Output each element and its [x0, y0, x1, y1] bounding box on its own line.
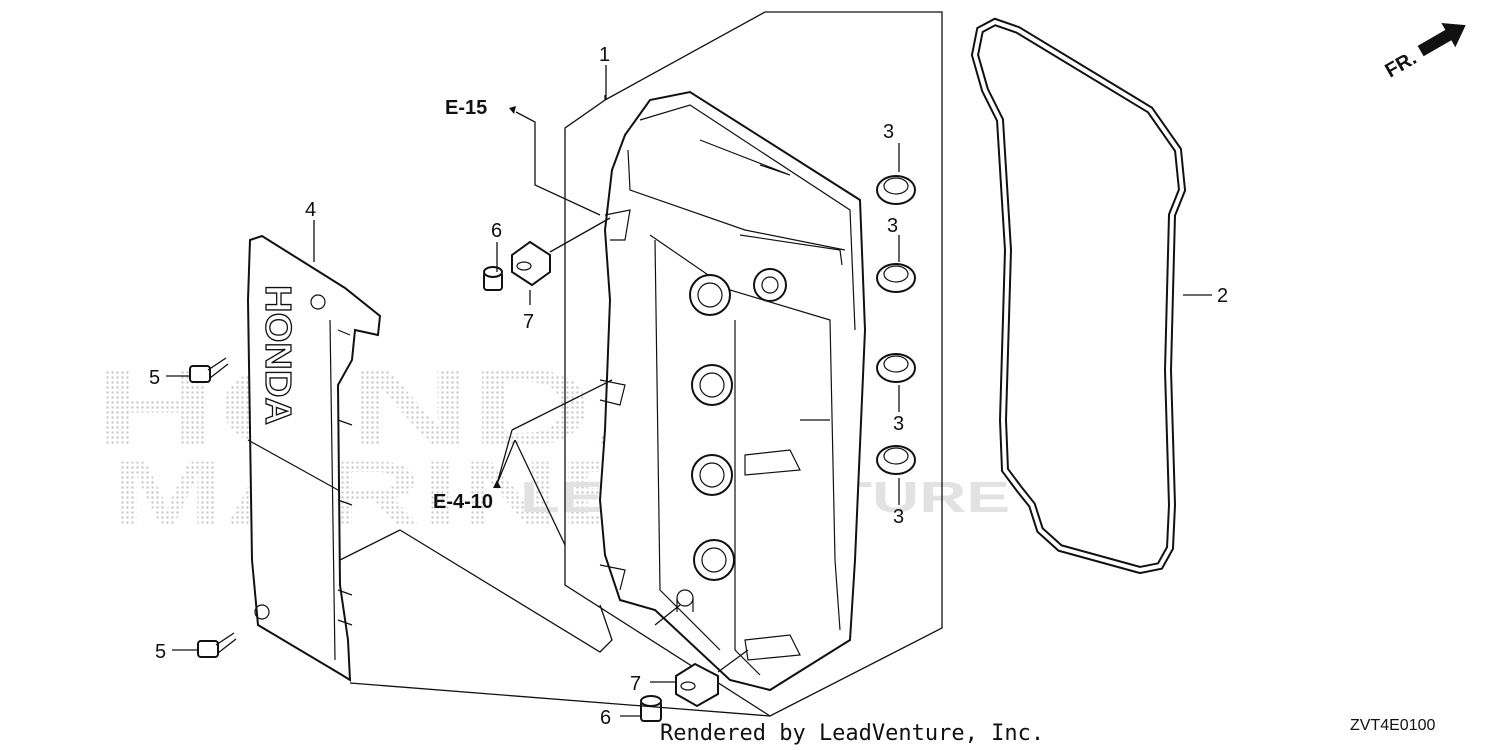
- callout-2: 2: [1217, 285, 1228, 307]
- spark-plug-seals: [876, 175, 916, 475]
- arrow-icon: [1417, 22, 1466, 57]
- callout-3d: 3: [893, 506, 904, 528]
- callout-3a: 3: [883, 121, 894, 143]
- decorative-cover: HONDA: [246, 234, 382, 682]
- section-references: E-15 E-4-10: [433, 97, 493, 513]
- cap-nut-lower: [640, 695, 662, 722]
- seal-2: [876, 263, 916, 293]
- rubber-washer-upper: [511, 240, 551, 287]
- honda-logo: HONDA: [258, 285, 299, 425]
- callout-3c: 3: [893, 413, 904, 435]
- bolt-upper: [189, 357, 229, 383]
- callout-4: 4: [305, 199, 316, 221]
- ref-e15: E-15: [445, 97, 487, 119]
- front-label: FR.: [1382, 47, 1421, 82]
- callout-1: 1: [599, 44, 610, 66]
- seal-4: [876, 445, 916, 475]
- callout-5a: 5: [149, 367, 160, 389]
- ref-e410: E-4-10: [433, 491, 493, 513]
- leader-lines: [166, 65, 1212, 717]
- callout-7a: 7: [523, 311, 534, 333]
- callout-3b: 3: [887, 215, 898, 237]
- cap-nut-upper: [483, 266, 503, 291]
- watermark-line2: MARINE: [110, 443, 650, 545]
- callout-6a: 6: [491, 220, 502, 242]
- head-cover-gasket: [970, 17, 1187, 575]
- bolt-lower: [197, 632, 237, 658]
- seal-1: [876, 175, 916, 205]
- seal-3: [876, 353, 916, 383]
- callouts: 1 2 3 3 3 3 4 5 5 6 6 7 7: [149, 44, 1228, 729]
- credit-text: Rendered by LeadVenture, Inc.: [660, 721, 1044, 746]
- rubber-washer-lower: [675, 662, 719, 708]
- cylinder-head-cover: [598, 90, 867, 692]
- front-direction-indicator: FR.: [1382, 22, 1466, 82]
- callout-7b: 7: [630, 673, 641, 695]
- watermark: HONDA MARINE LEADVENTURE: [95, 346, 1010, 545]
- callout-5b: 5: [155, 641, 166, 663]
- callout-6b: 6: [600, 707, 611, 729]
- diagram-code: ZVT4E0100: [1350, 717, 1435, 734]
